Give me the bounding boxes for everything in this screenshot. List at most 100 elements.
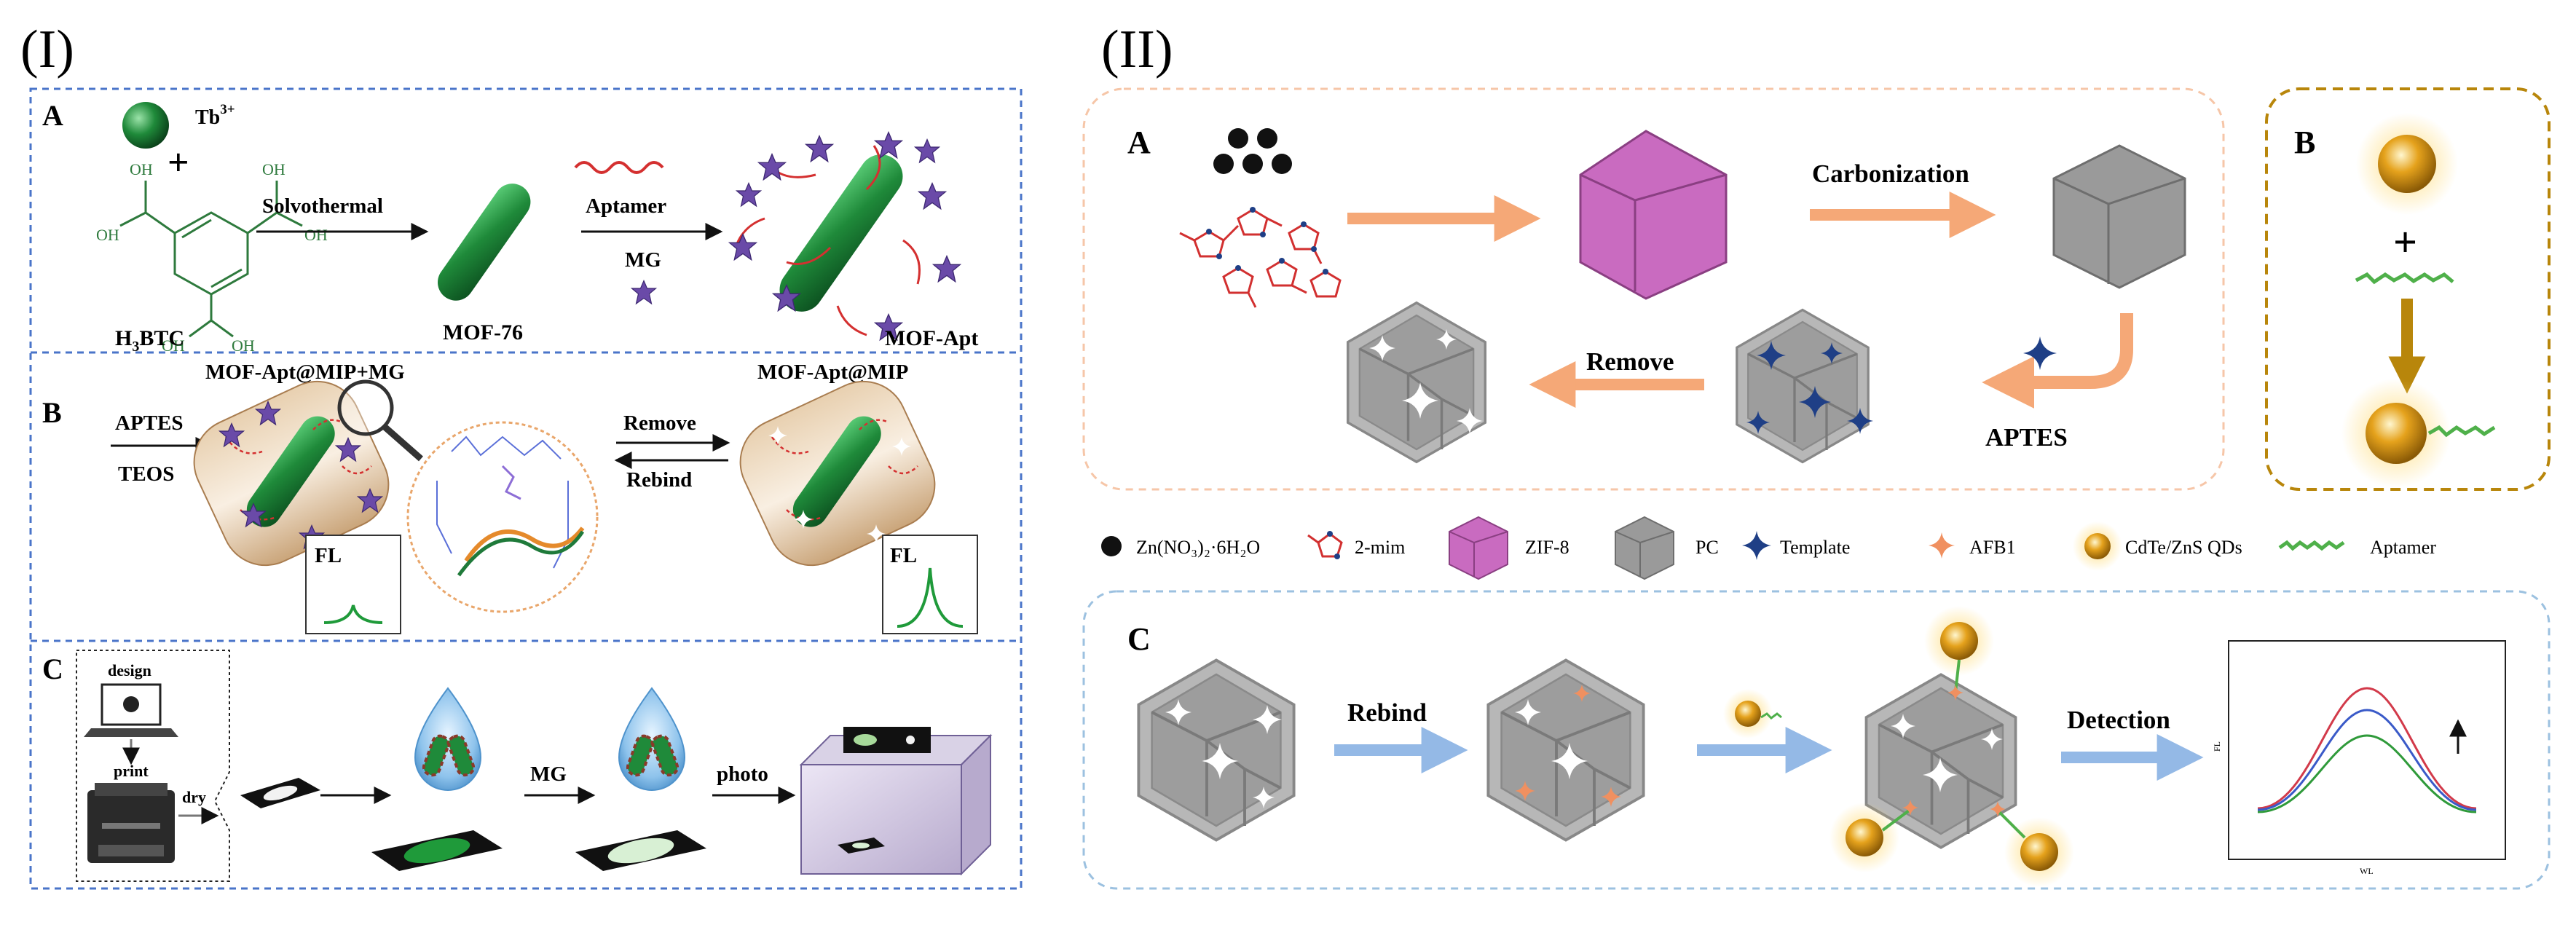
legend-2mim-icon xyxy=(1307,531,1343,559)
aptamer-wave xyxy=(574,161,664,174)
oh-label-3: OH xyxy=(262,160,285,178)
spectrum-frame xyxy=(2228,640,2506,860)
spectrum-curve-blue xyxy=(2257,709,2477,811)
mof76-rod xyxy=(437,184,531,301)
fl-box-right xyxy=(882,535,978,634)
legend-aptamer-label: Aptamer xyxy=(2370,537,2436,558)
legend-zif8-label: ZIF-8 xyxy=(1525,537,1569,558)
solvothermal-label: Solvothermal xyxy=(262,194,383,218)
droplet-with-mg xyxy=(618,687,686,791)
fl-curve-strong xyxy=(897,567,964,628)
panel-I-B: B MOF-Apt@MIP+MG MOF-Apt@MIP APTES TEOS … xyxy=(42,360,978,634)
printer-icon xyxy=(87,783,175,863)
h3btc-label: H3BTC xyxy=(115,326,184,355)
legend-2mim-label: 2-mim xyxy=(1355,537,1405,558)
spectrum-curve-green xyxy=(2257,734,2477,813)
panel-II-C-border xyxy=(1082,590,2551,890)
imprinted-rod-empty xyxy=(739,380,936,567)
panel-II-B-border xyxy=(2265,87,2551,491)
tb-ion-label: Tb3+ xyxy=(195,102,235,129)
panel-II-B: B + xyxy=(2265,87,2551,491)
laptop-icon xyxy=(84,683,178,737)
pc-imprinted-C xyxy=(1137,658,1296,842)
mg-label-A: MG xyxy=(625,248,661,272)
droplet-probe xyxy=(414,687,482,791)
legend-qds-label: CdTe/ZnS QDs xyxy=(2125,537,2242,558)
h3btc-structure xyxy=(119,181,303,338)
legend-afb1-icon xyxy=(1929,532,1955,559)
detection-label: Detection xyxy=(2067,706,2170,734)
aptamer-label: Aptamer xyxy=(586,194,666,218)
mof-apt-label: MOF-Apt xyxy=(885,326,978,350)
2-mim-molecules xyxy=(1179,208,1342,308)
oh-label-2: OH xyxy=(96,226,119,244)
design-label: design xyxy=(108,661,151,679)
oh-label-6: OH xyxy=(232,336,255,355)
mg-molecule-icon xyxy=(631,280,657,304)
legend: Zn(NO₃)₂·6H₂O 2-mim ZIF-8 PC Template AF… xyxy=(1101,516,2436,580)
pc-crystal xyxy=(2052,144,2186,289)
aptes-label-II: APTES xyxy=(1985,423,2068,452)
qd-sphere-top xyxy=(2378,135,2436,193)
pc-with-template xyxy=(1736,308,1873,464)
legend-zn-icon xyxy=(1101,536,1122,556)
molecular-zoom-circle xyxy=(406,421,599,613)
fl-curve-weak xyxy=(323,604,383,624)
mof-apt-mip-label: MOF-Apt@MIP xyxy=(757,360,908,384)
qd-probe-icon xyxy=(1735,701,1761,727)
fl-spectrum-plot: FL WL xyxy=(2212,640,2506,876)
qd-sphere-bottom xyxy=(2366,403,2427,464)
legend-pc-icon xyxy=(1615,516,1674,580)
panel-II-C: C Rebind xyxy=(1082,590,2551,890)
arrow-aptes-curve xyxy=(1982,313,2133,409)
panel-II-B-letter: B xyxy=(2294,125,2315,160)
pc-with-afb1 xyxy=(1486,658,1645,842)
oh-label-4: OH xyxy=(304,226,328,244)
legend-qds-icon xyxy=(2084,533,2111,559)
spectrum-ylabel: FL xyxy=(2212,741,2222,752)
panel-I-label: (I) xyxy=(20,20,74,79)
panel-I-C: C design print dry MG xyxy=(42,650,993,882)
legend-aptamer-icon xyxy=(2278,540,2345,551)
panel-II-A-border xyxy=(1082,87,2225,491)
remove-label-I: Remove xyxy=(623,411,696,435)
carbonization-label: Carbonization xyxy=(1812,159,1969,188)
oh-label-1: OH xyxy=(130,160,153,178)
panel-II-A: A Carbonization xyxy=(1082,87,2225,491)
spectrum-curve-red xyxy=(2257,687,2477,810)
fl-label-right: FL xyxy=(890,544,917,567)
legend-zif8-icon xyxy=(1449,516,1508,580)
legend-template-icon xyxy=(1742,531,1771,560)
teos-label-I: TEOS xyxy=(118,462,174,486)
mof76-label: MOF-76 xyxy=(443,320,523,344)
remove-label-II: Remove xyxy=(1586,347,1674,376)
tb-ion-sphere xyxy=(122,102,169,149)
pc-with-qds xyxy=(1829,606,2074,887)
aptes-label-I: APTES xyxy=(115,411,183,435)
panel-II-label: (II) xyxy=(1101,20,1173,79)
panel-II-A-letter: A xyxy=(1127,125,1151,160)
imprinted-rod-with-mg xyxy=(193,379,423,567)
panel-I-C-letter: C xyxy=(42,653,63,685)
mof-apt-complex xyxy=(729,132,961,341)
zn-dots xyxy=(1213,128,1292,174)
legend-template-label: Template xyxy=(1780,537,1850,558)
panel-I-border xyxy=(29,87,1023,890)
aptamer-strand-bottom xyxy=(2427,425,2496,438)
legend-pc-label: PC xyxy=(1695,537,1719,558)
aptamer-strand-top xyxy=(2355,272,2454,285)
fl-box-left xyxy=(305,535,401,634)
rebind-label-I: Rebind xyxy=(626,468,692,492)
dry-label: dry xyxy=(182,788,206,806)
plus-sign-II: + xyxy=(2393,218,2417,266)
pc-imprinted xyxy=(1346,302,1487,463)
print-label: print xyxy=(114,762,149,780)
legend-afb1-label: AFB1 xyxy=(1969,537,2016,558)
spectrum-xlabel: WL xyxy=(2360,866,2374,876)
magnifier-icon xyxy=(337,379,394,436)
legend-zn-label: Zn(NO₃)₂·6H₂O xyxy=(1136,537,1260,558)
panel-II-C-letter: C xyxy=(1127,621,1151,657)
panel-I-B-letter: B xyxy=(42,396,62,429)
fl-label-left: FL xyxy=(315,544,342,567)
